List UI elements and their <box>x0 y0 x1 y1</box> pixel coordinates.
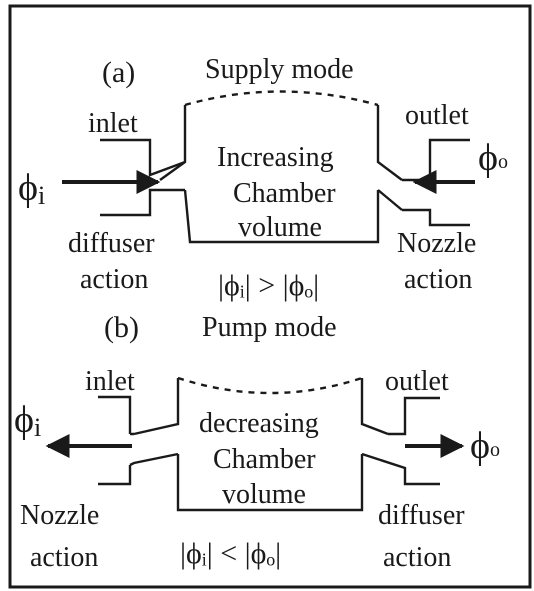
outlet-b-label: outlet <box>385 366 449 397</box>
figure-frame <box>8 4 532 589</box>
inlet-b-walls <box>98 395 179 486</box>
inlet-b-label: inlet <box>85 366 135 397</box>
chamber-a-dashed-top <box>184 90 379 107</box>
panel-a-mode-title: Supply mode <box>205 54 354 85</box>
right-action-b-1: diffuser <box>378 500 465 531</box>
panel-b: (b) Pump mode inlet outlet decreasing Ch… <box>14 311 500 573</box>
chamber-b-outline <box>133 378 389 512</box>
left-action-a-2: action <box>80 264 148 295</box>
panel-a-tag: (a) <box>102 56 135 89</box>
right-action-a-2: action <box>404 264 472 295</box>
chamber-b-dashed-top <box>177 376 363 395</box>
chamber-a-line2: Chamber <box>233 178 336 209</box>
relation-b: |ϕᵢ| < |ϕₒ| <box>180 537 281 570</box>
phi-out-b: ϕo <box>470 425 500 467</box>
panel-a: (a) Supply mode inlet outlet Increasing … <box>18 54 508 302</box>
left-action-a-1: diffuser <box>68 228 155 259</box>
outlet-a-label: outlet <box>405 100 469 131</box>
chamber-b-line1: decreasing <box>199 408 319 439</box>
inlet-a-walls <box>100 138 186 217</box>
chamber-a-line3: volume <box>238 212 322 243</box>
panel-b-tag: (b) <box>104 311 139 344</box>
right-action-a-1: Nozzle <box>397 228 476 259</box>
left-action-b-2: action <box>30 542 98 573</box>
chamber-a-line1: Increasing <box>217 142 334 173</box>
outlet-b-walls <box>361 396 440 486</box>
phi-in-a: ϕi <box>18 167 45 210</box>
right-action-b-2: action <box>383 542 451 573</box>
phi-in-b: ϕi <box>14 399 41 442</box>
inlet-a-label: inlet <box>88 108 138 139</box>
chamber-b-line3: volume <box>222 479 306 510</box>
panel-b-mode-title: Pump mode <box>202 312 337 343</box>
relation-a: |ϕᵢ| > |ϕₒ| <box>218 269 319 302</box>
chamber-b-line2: Chamber <box>213 444 316 475</box>
left-action-b-1: Nozzle <box>20 500 99 531</box>
phi-out-a: ϕo <box>478 137 508 179</box>
chamber-a-lower-right <box>377 189 403 211</box>
